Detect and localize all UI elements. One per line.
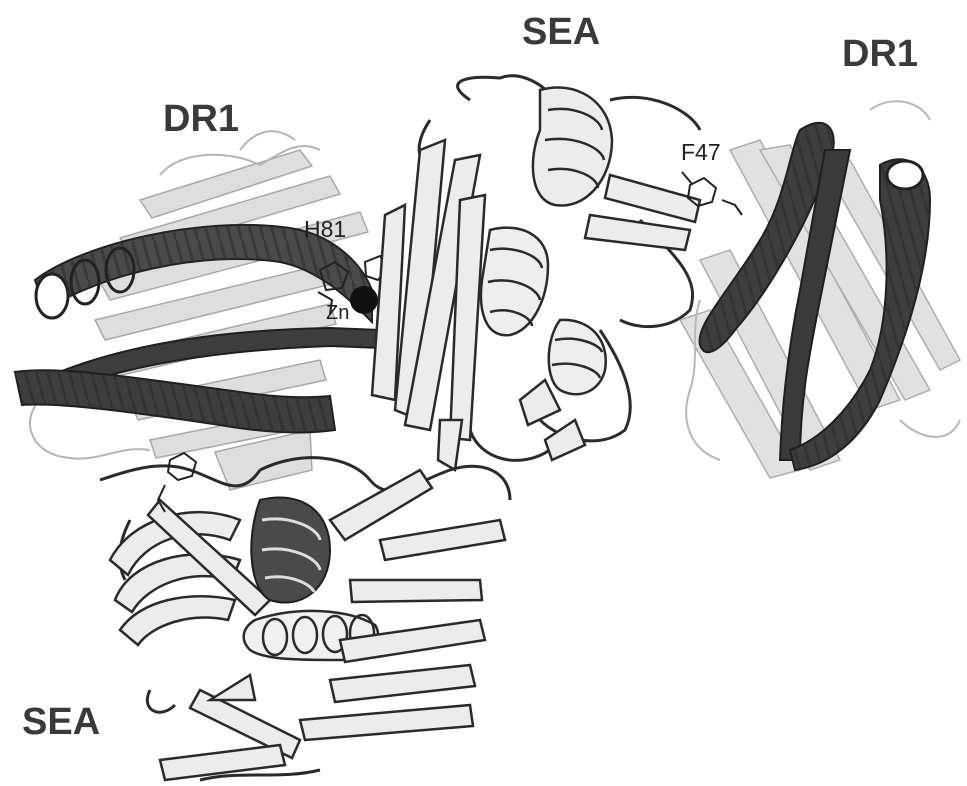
- dr1-right-label: DR1: [842, 35, 918, 73]
- dr1-left-label: DR1: [163, 100, 239, 138]
- zn-atom: [350, 286, 378, 314]
- f47-label: F47: [681, 141, 721, 164]
- sea-top-label: SEA: [522, 13, 600, 51]
- zn-label: Zn: [326, 303, 349, 323]
- sea-top-alpha-helix-3: [549, 320, 606, 394]
- sea-bottom-label: SEA: [22, 703, 100, 741]
- sea-bottom-beta-barrel: [110, 500, 270, 645]
- sea-top-alpha-helix-2: [481, 228, 548, 336]
- h81-label: H81: [304, 218, 346, 241]
- sea-bottom-alpha-helix-1: [251, 497, 330, 602]
- sea-top-alpha-helix-1: [533, 87, 612, 205]
